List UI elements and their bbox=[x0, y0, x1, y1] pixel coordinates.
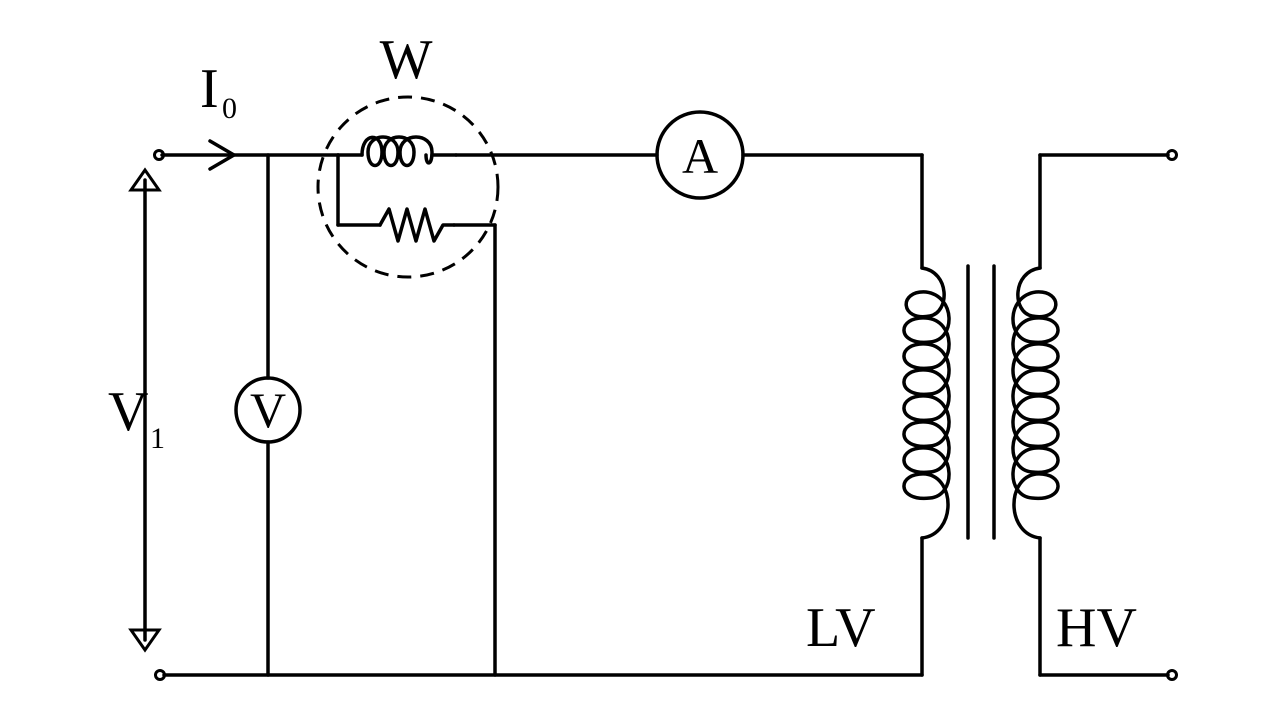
series-wire bbox=[454, 153, 924, 677]
voltage-double-arrow bbox=[128, 167, 162, 653]
wattmeter-label: W bbox=[380, 29, 433, 91]
bottom-return-wire bbox=[154, 669, 924, 681]
wattmeter bbox=[316, 95, 500, 677]
ammeter bbox=[655, 110, 745, 200]
current-arrow bbox=[208, 139, 236, 171]
top-supply-wire bbox=[153, 149, 340, 161]
lv-winding bbox=[902, 266, 951, 540]
voltage-subscript: 1 bbox=[150, 422, 165, 455]
hv-label: HV bbox=[1056, 597, 1137, 659]
lv-label: LV bbox=[806, 597, 876, 659]
voltmeter-label: V bbox=[250, 382, 286, 438]
transformer-core bbox=[966, 264, 996, 540]
current-subscript: 0 bbox=[222, 92, 237, 125]
ammeter-label: A bbox=[682, 128, 718, 184]
voltage-label: V bbox=[108, 381, 148, 443]
hv-winding bbox=[1011, 149, 1178, 681]
voltmeter bbox=[234, 376, 302, 444]
current-label: I bbox=[200, 58, 219, 120]
